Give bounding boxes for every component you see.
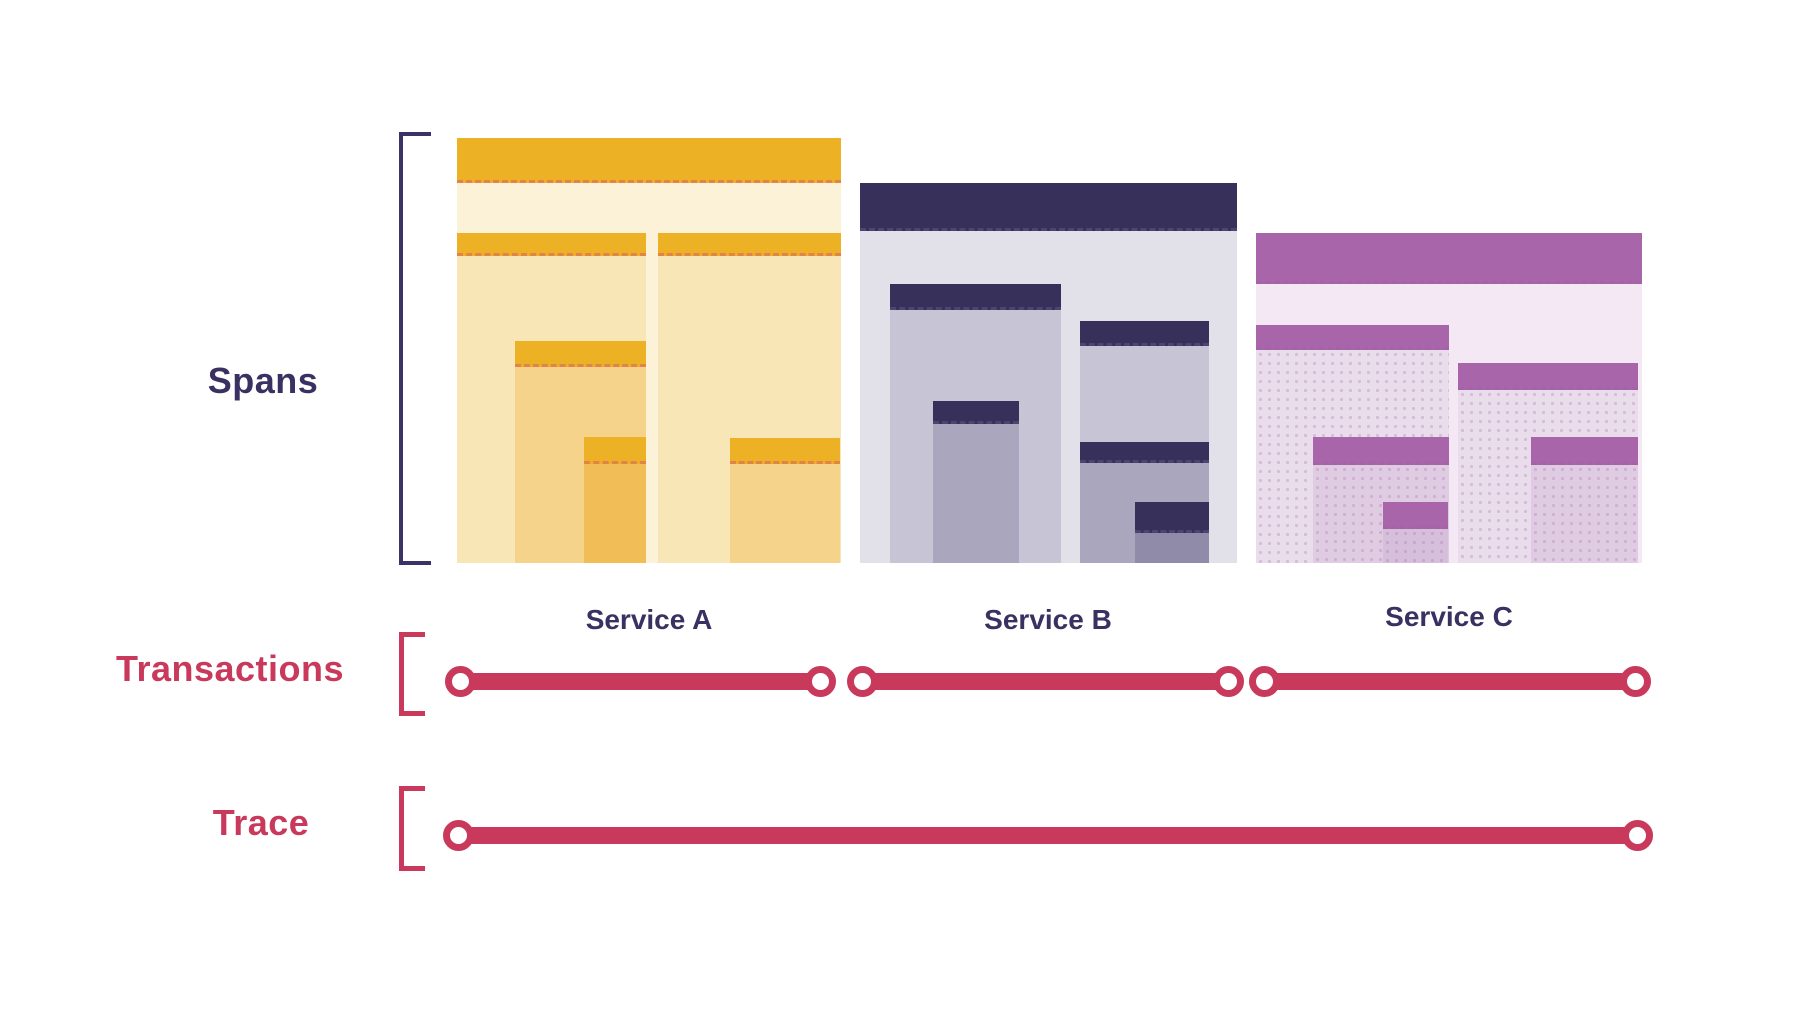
transaction-segment-2-end-dot [1212, 665, 1244, 697]
transaction-segment-2 [862, 672, 1228, 690]
transaction-segment-1 [460, 672, 820, 690]
service-b-child-span-2-bar [1080, 321, 1209, 346]
service-a-child-span-2-bar [658, 233, 841, 256]
service-b-root-span-bar [860, 183, 1237, 231]
spans-bracket [399, 132, 431, 565]
service-c-great-grandchild-span-bar [1383, 502, 1448, 529]
service-a-child-span-1-bar [457, 233, 646, 256]
service-c-grandchild-span-2-bar [1531, 437, 1638, 465]
service-b-grandchild-span-1-body [933, 424, 1019, 563]
service-b-great-grandchild-span-body [1135, 533, 1209, 563]
service-c-root-span-bar [1256, 233, 1642, 284]
trace-segment-1 [458, 826, 1637, 844]
service-b-grandchild-span-1-bar [933, 401, 1019, 424]
service-c-label: Service C [1385, 601, 1513, 632]
transaction-segment-2-start-dot [846, 665, 878, 697]
trace-segment-1-start-dot [442, 819, 474, 851]
service-a-grandchild-span-2-bar [730, 438, 840, 464]
service-b-great-grandchild-span-bar [1135, 502, 1209, 533]
service-a-grandchild-span-1-bar [515, 341, 646, 367]
service-c-great-grandchild-span-body [1383, 529, 1448, 563]
service-a-label: Service A [585, 604, 713, 635]
transaction-segment-3-end-dot [1619, 665, 1651, 697]
spans-label: Spans [207, 360, 319, 401]
transaction-segment-1-start-dot [444, 665, 476, 697]
service-b-grandchild-span-2-bar [1080, 442, 1209, 463]
transaction-segment-1-end-dot [804, 665, 836, 697]
trace-segment-1-end-dot [1621, 819, 1653, 851]
service-c-grandchild-span-1-bar [1313, 437, 1449, 465]
service-a-root-span-bar [457, 138, 841, 183]
service-b-child-span-1-bar [890, 284, 1061, 310]
trace-label: Trace [212, 802, 310, 843]
transaction-segment-3 [1264, 672, 1635, 690]
service-c-child-span-2-bar [1458, 363, 1638, 390]
service-c-grandchild-span-2-body [1531, 465, 1638, 563]
service-a-great-grandchild-span-body [584, 464, 646, 563]
transactions-bracket [399, 632, 425, 716]
transactions-label: Transactions [115, 648, 345, 689]
service-c-child-span-1-bar [1256, 325, 1449, 350]
service-a-grandchild-span-2-body [730, 464, 840, 563]
service-b-label: Service B [984, 604, 1112, 635]
trace-bracket [399, 786, 425, 871]
service-a-great-grandchild-span-bar [584, 437, 646, 464]
transaction-segment-3-start-dot [1248, 665, 1280, 697]
